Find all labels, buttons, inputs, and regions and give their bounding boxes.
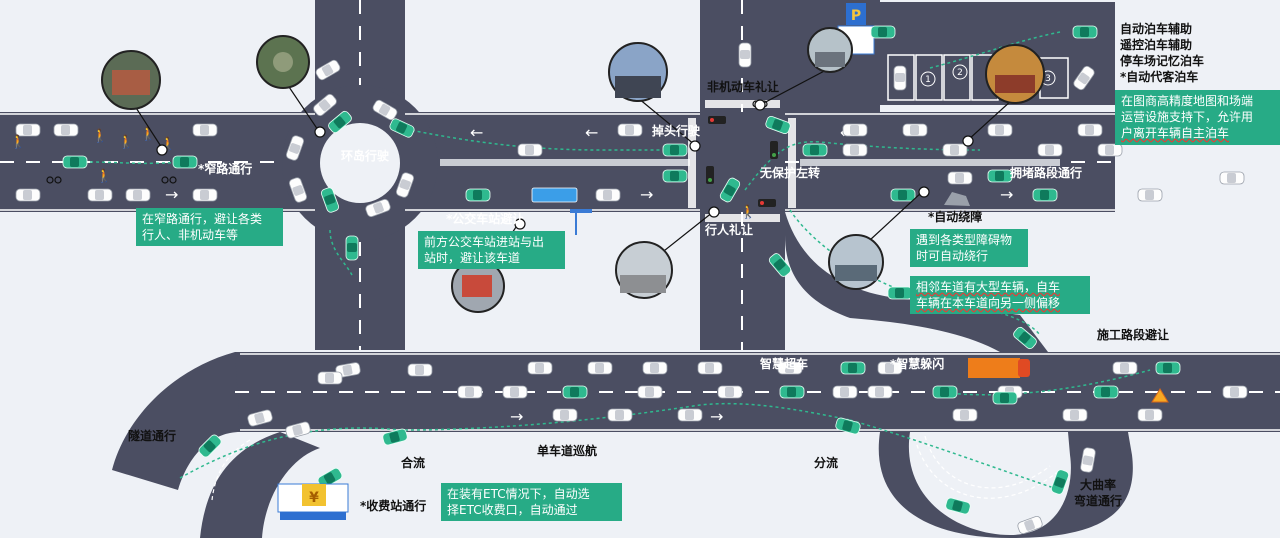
label-curve-pass: 弯道通行 xyxy=(1074,494,1123,508)
svg-text:🚶: 🚶 xyxy=(92,128,108,144)
crosswalks xyxy=(688,100,796,222)
callout-dots xyxy=(156,99,974,230)
label-congested: 拥堵路段通行 xyxy=(1010,166,1083,180)
traffic-light-icon xyxy=(706,116,778,207)
parking-feature: *自动代客泊车 xyxy=(1120,70,1199,84)
svg-text:→: → xyxy=(1000,185,1013,204)
photo-pedestrian xyxy=(615,241,673,299)
scene-photos xyxy=(101,27,1045,313)
note-etc: 在装有ETC情况下，自动选 择ETC收费口，自动通过 xyxy=(441,483,622,521)
label-smart-overtake: 智慧超车 xyxy=(760,357,809,371)
svg-text:←: ← xyxy=(470,123,483,142)
truck-icon xyxy=(968,358,1030,378)
label-avoid-obstacle: *自动绕障 xyxy=(928,210,983,224)
photo-non-motor xyxy=(807,27,853,73)
photo-u-turn xyxy=(608,42,668,102)
svg-text:→: → xyxy=(165,185,178,204)
photo-narrow-road xyxy=(101,50,161,110)
svg-text:🚶: 🚶 xyxy=(10,134,26,150)
label-diverge: 分流 xyxy=(814,456,839,470)
label-single-lane: 单车道巡航 xyxy=(537,444,598,458)
note-obstacle: 遇到各类型障碍物 时可自动绕行 xyxy=(910,229,1028,267)
svg-text:←: ← xyxy=(585,123,598,142)
label-u-turn: 掉头行驶 xyxy=(652,124,701,138)
warning-icon xyxy=(1151,388,1169,403)
label-merge: 合流 xyxy=(401,456,426,470)
label-roundabout: 环岛行驶 xyxy=(341,149,390,163)
bus-icon xyxy=(531,187,592,235)
note-bus-stop: 前方公交车站进站与出 站时，避让该车道 xyxy=(418,231,565,269)
label-toll: *收费站通行 xyxy=(360,499,427,513)
svg-text:→: → xyxy=(640,185,653,204)
photo-roundabout xyxy=(256,35,310,89)
slot-2: 2 xyxy=(957,68,963,78)
svg-text:¥: ¥ xyxy=(309,490,319,506)
svg-text:🚶: 🚶 xyxy=(96,168,112,184)
label-bus-stop: *公交车站避让 xyxy=(446,212,525,226)
label-unprotected-left: 无保护左转 xyxy=(760,166,821,180)
photo-parking xyxy=(985,44,1045,104)
median xyxy=(800,159,1060,166)
slot-3: 3 xyxy=(1045,74,1051,84)
svg-text:🚶: 🚶 xyxy=(118,134,134,150)
svg-text:→: → xyxy=(510,407,523,426)
note-lateral-offset: 相邻车道有大型车辆，自车 车辆在本车道向另一侧偏移 xyxy=(910,276,1090,314)
parking-feature-list: 自动泊车辅助 遥控泊车辅助 停车场记忆泊车 *自动代客泊车 xyxy=(1120,21,1204,85)
median xyxy=(440,159,690,166)
parking-feature: 自动泊车辅助 xyxy=(1120,22,1193,36)
parking-feature: 遥控泊车辅助 xyxy=(1120,38,1193,52)
slot-1: 1 xyxy=(925,75,931,85)
svg-text:P: P xyxy=(851,8,861,24)
roundabout-island xyxy=(320,123,400,203)
pedestrian-icons: 🚶🚶🚶 🚶🚶🚶🚶 xyxy=(10,126,756,220)
toll-booth-icon: ¥ xyxy=(277,483,349,520)
note-narrow-road: 在窄路通行，避让各类 行人、非机动车等 xyxy=(136,208,283,246)
parking-feature: 停车场记忆泊车 xyxy=(1120,54,1205,68)
label-narrow-road: *窄路通行 xyxy=(198,162,253,176)
obstacle-icon xyxy=(944,192,970,206)
label-yield-non-motor: 非机动车礼让 xyxy=(707,80,780,94)
svg-text:🚶: 🚶 xyxy=(740,204,756,220)
photo-bus-stop xyxy=(451,259,505,313)
label-tunnel: 隧道通行 xyxy=(128,429,177,443)
label-big-curve: 大曲率 xyxy=(1080,478,1117,492)
note-valet-parking: 在图商高精度地图和场端 运营设施支持下，允许用 户离开车辆自主泊车 xyxy=(1115,90,1280,145)
hatch-areas xyxy=(211,435,1061,501)
label-yield-pedestrian: 行人礼让 xyxy=(705,223,754,237)
svg-text:🚶: 🚶 xyxy=(140,126,156,142)
label-smart-dodge: *智慧躲闪 xyxy=(890,357,945,371)
photo-obstacle xyxy=(828,234,884,290)
svg-text:→: → xyxy=(710,407,723,426)
label-construction: 施工路段避让 xyxy=(1097,328,1170,342)
